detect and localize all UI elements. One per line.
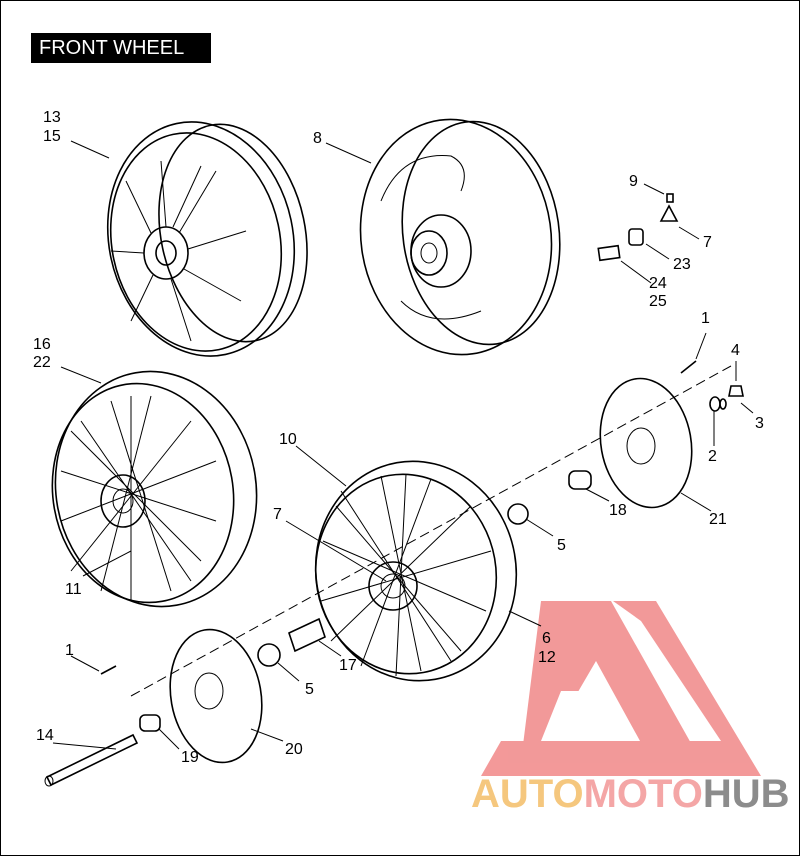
- axle-centerline: [130, 365, 732, 697]
- brake-disc-20: [169, 628, 263, 764]
- callout-5-left: 5: [305, 681, 314, 698]
- leader-lines: [52, 140, 754, 750]
- callout-7-mid: 7: [273, 506, 282, 523]
- callout-19: 19: [181, 749, 199, 766]
- callout-13: 13: [43, 109, 61, 126]
- callout-11: 11: [65, 581, 82, 598]
- callout-6: 6: [542, 630, 551, 647]
- callout-8: 8: [313, 130, 322, 147]
- callout-17: 17: [339, 657, 357, 674]
- callout-1-top: 1: [701, 310, 710, 327]
- callout-22: 22: [33, 354, 51, 371]
- callout-18: 18: [609, 502, 627, 519]
- axle-14: [44, 733, 139, 787]
- callout-3: 3: [755, 415, 764, 432]
- bearings-spacers: [139, 470, 592, 732]
- valve-stem-parts: [597, 193, 679, 262]
- callout-2: 2: [708, 448, 717, 465]
- watermark-part-moto: MOTO: [584, 772, 703, 816]
- callout-7-top: 7: [703, 234, 712, 251]
- callout-16: 16: [33, 336, 51, 353]
- callout-20: 20: [285, 741, 303, 758]
- diagram-title: FRONT WHEEL: [31, 33, 211, 63]
- callout-15: 15: [43, 128, 61, 145]
- callout-25: 25: [649, 293, 667, 310]
- callout-1-bottom: 1: [65, 642, 74, 659]
- watermark-part-auto: AUTO: [471, 772, 584, 816]
- laced-wheel-16-22: [51, 370, 258, 608]
- svg-text:AUTOMOTOHUB: AUTOMOTOHUB: [471, 772, 790, 816]
- callout-9: 9: [629, 173, 638, 190]
- callout-12: 12: [538, 649, 556, 666]
- fasteners: [100, 360, 744, 675]
- watermark-text: AUTOMOTOHUB: [471, 772, 790, 816]
- callout-24: 24: [649, 275, 667, 292]
- callout-21: 21: [709, 511, 727, 528]
- laced-wheel-6-12: [314, 460, 518, 682]
- callout-23: 23: [673, 256, 691, 273]
- callout-4: 4: [731, 342, 740, 359]
- callout-5-right: 5: [557, 537, 566, 554]
- watermark-logo: [481, 601, 761, 776]
- brake-disc-21: [599, 377, 693, 509]
- callout-14: 14: [36, 727, 54, 744]
- disc-wheel-8: [359, 118, 561, 356]
- watermark-part-hub: HUB: [703, 772, 790, 816]
- callout-labels: 13 15 8 9 7 23 24 25 16 22 11 10 7 1 4 3…: [33, 109, 764, 766]
- callout-10: 10: [279, 431, 297, 448]
- cast-wheel-13-15: [106, 121, 308, 357]
